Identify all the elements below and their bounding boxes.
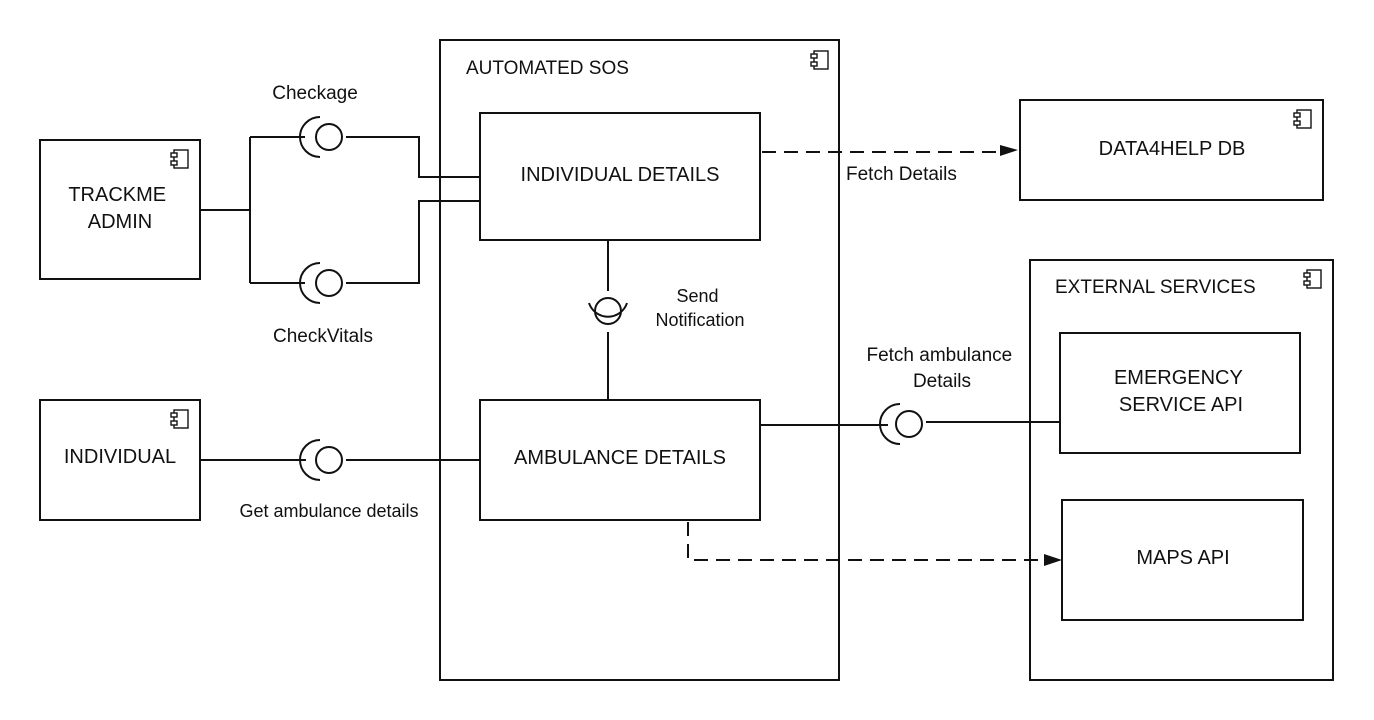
component-icon: [1303, 269, 1322, 289]
send-notification-interface: Send Notification: [588, 286, 745, 330]
maps-api-label: MAPS API: [1136, 547, 1229, 569]
lollipop-socket-icon: [315, 269, 343, 297]
ambulance-details-component: AMBULANCE DETAILS: [479, 399, 761, 521]
ambulance-details-label: AMBULANCE DETAILS: [514, 447, 726, 469]
get-ambulance-details-interface: Get ambulance details: [239, 439, 419, 521]
checkage-label: Checkage: [272, 83, 358, 104]
checkvitals-label: CheckVitals: [273, 326, 373, 347]
fetch-ambulance-details-label: Fetch ambulance Details: [866, 345, 1017, 392]
individual-details-label: INDIVIDUAL DETAILS: [521, 164, 720, 186]
arrow-head: [1000, 145, 1018, 156]
arrow-head: [1044, 554, 1062, 566]
dependency-maps: [687, 522, 1062, 566]
lollipop-socket-icon: [315, 446, 343, 474]
trackme-admin-label: TRACKME ADMIN: [68, 184, 171, 233]
emergency-service-api-component: EMERGENCY SERVICE API: [1059, 332, 1301, 454]
emergency-service-api-label: EMERGENCY SERVICE API: [1114, 367, 1248, 416]
component-icon: [810, 50, 829, 70]
data4help-db-component: DATA4HELP DB: [1019, 99, 1324, 201]
automated-sos-title: AUTOMATED SOS: [466, 58, 629, 79]
fetch-ambulance-details-interface: Fetch ambulance Details: [866, 345, 1017, 445]
data4help-db-label: DATA4HELP DB: [1099, 138, 1246, 160]
external-services-title: EXTERNAL SERVICES: [1055, 277, 1256, 298]
checkage-interface: Checkage: [272, 83, 358, 158]
maps-api-component: MAPS API: [1061, 499, 1304, 621]
lollipop-socket-icon: [895, 410, 923, 438]
lollipop-socket-icon: [594, 297, 622, 325]
checkvitals-interface: CheckVitals: [273, 262, 373, 347]
send-notification-label: Send Notification: [655, 286, 744, 330]
dependency-fetch-details: Fetch Details: [762, 145, 1018, 185]
individual-details-component: INDIVIDUAL DETAILS: [479, 112, 761, 241]
connectors: [200, 136, 1060, 461]
component-icon: [1293, 109, 1312, 129]
get-ambulance-details-label: Get ambulance details: [239, 501, 418, 521]
individual-label: INDIVIDUAL: [64, 446, 176, 468]
fetch-details-label: Fetch Details: [846, 164, 957, 185]
component-icon: [170, 409, 189, 429]
lollipop-socket-icon: [315, 123, 343, 151]
component-icon: [170, 149, 189, 169]
individual-component: INDIVIDUAL: [39, 399, 201, 521]
trackme-admin-component: TRACKME ADMIN: [39, 139, 201, 280]
